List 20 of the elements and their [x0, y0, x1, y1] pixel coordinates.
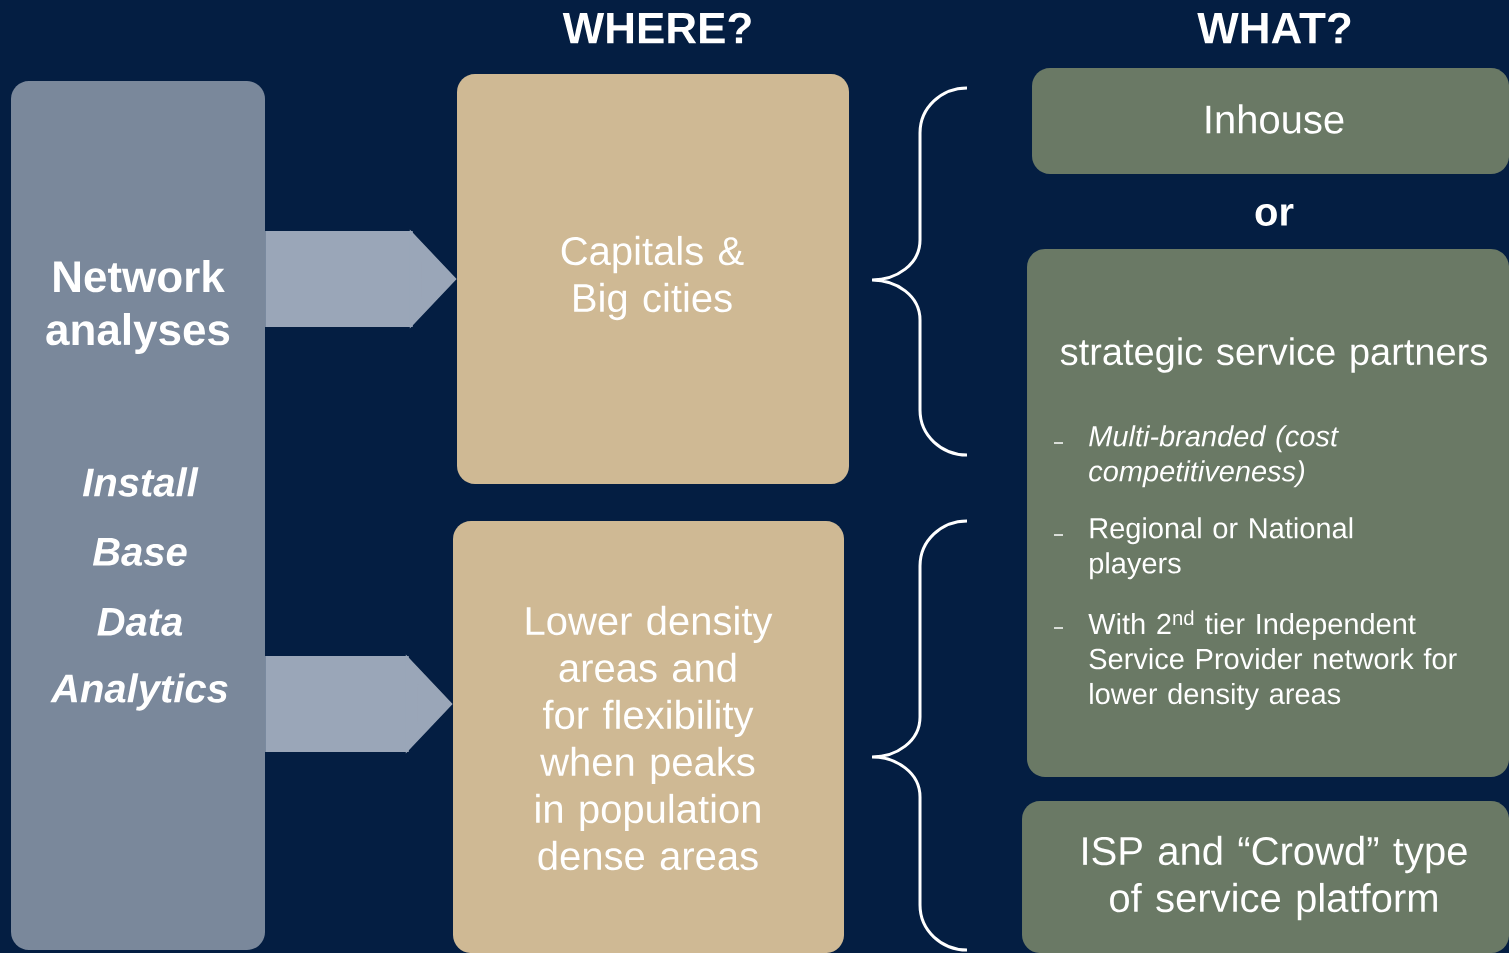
location-box — [453, 521, 844, 953]
option-box — [1022, 801, 1509, 953]
box-heading: strategic service partners — [1060, 337, 1487, 373]
panel-item: Base — [92, 538, 187, 566]
box-text: ISP and “Crowd” type of service platform — [1083, 835, 1467, 921]
location-box — [457, 74, 849, 484]
bullet-text: With 2$^{nd}$ tier Independent Service Provider network for lower density areas — [1088, 610, 1457, 710]
panel-item: Analytics — [50, 673, 228, 711]
panel-item: Install — [82, 467, 199, 497]
box-text: Inhouse — [1206, 104, 1344, 134]
connector-word: or — [1255, 204, 1294, 226]
panel-heading: Network analyses — [46, 260, 230, 354]
bullet-text: Multi-branded (cost competitiveness) — [1089, 425, 1339, 488]
bullet-text: Regional or National players — [1090, 517, 1353, 580]
box-text: Capitals & Big cities — [561, 235, 744, 321]
option-box — [1027, 249, 1509, 777]
panel-item: Data — [97, 608, 183, 636]
analysis-panel — [11, 81, 265, 950]
box-text: Lower density areas and for flexibility when peaks in population dense areas — [526, 605, 773, 871]
option-box — [1032, 68, 1509, 174]
